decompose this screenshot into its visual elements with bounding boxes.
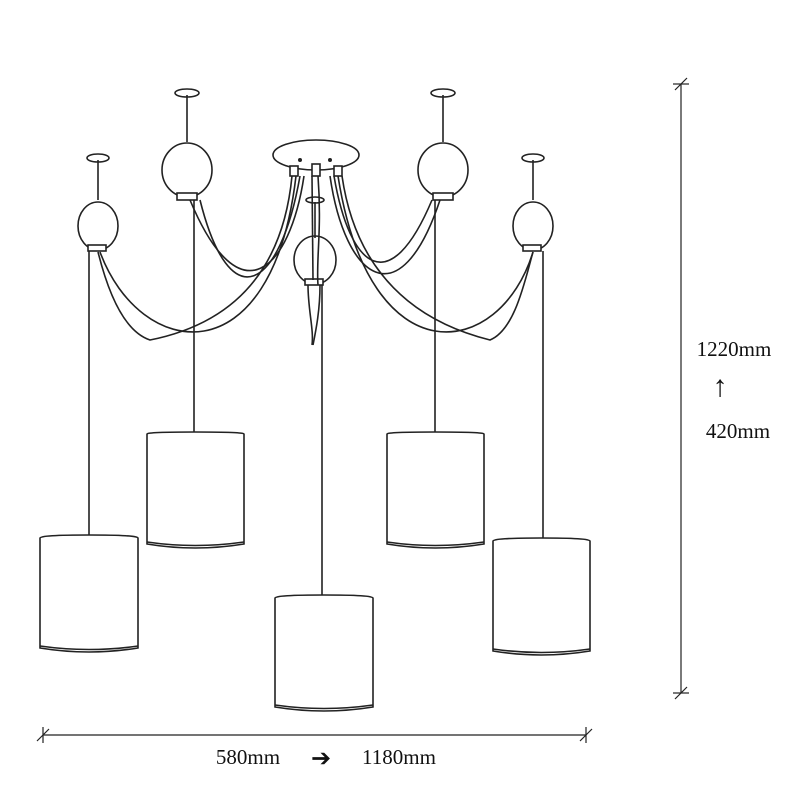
height-dimension-line: [673, 77, 689, 700]
width-max-label: 1180mm: [362, 745, 436, 769]
drop-cords: [88, 200, 544, 595]
ceiling-hook-4: [417, 88, 469, 201]
width-dimension-line: [36, 727, 593, 743]
ceiling-hook-3: [293, 196, 337, 286]
lamp-shade-3: [274, 594, 374, 712]
ceiling-hook-2: [161, 88, 213, 201]
central-canopy: [272, 139, 360, 177]
width-min-label: 580mm: [216, 745, 280, 769]
lamp-shade-2: [146, 431, 245, 549]
lamp-shade-4: [386, 431, 485, 549]
lamp-shade-5: [492, 537, 591, 656]
height-max-label: 1220mm: [697, 337, 772, 361]
ceiling-hook-1: [77, 153, 119, 252]
height-min-label: 420mm: [706, 419, 770, 443]
height-up-arrow-icon: ↑: [713, 370, 728, 403]
draped-cables: [97, 175, 534, 346]
width-right-arrow-icon: ➔: [311, 746, 331, 772]
lamp-shade-1: [39, 534, 139, 653]
ceiling-hook-5: [512, 153, 554, 252]
